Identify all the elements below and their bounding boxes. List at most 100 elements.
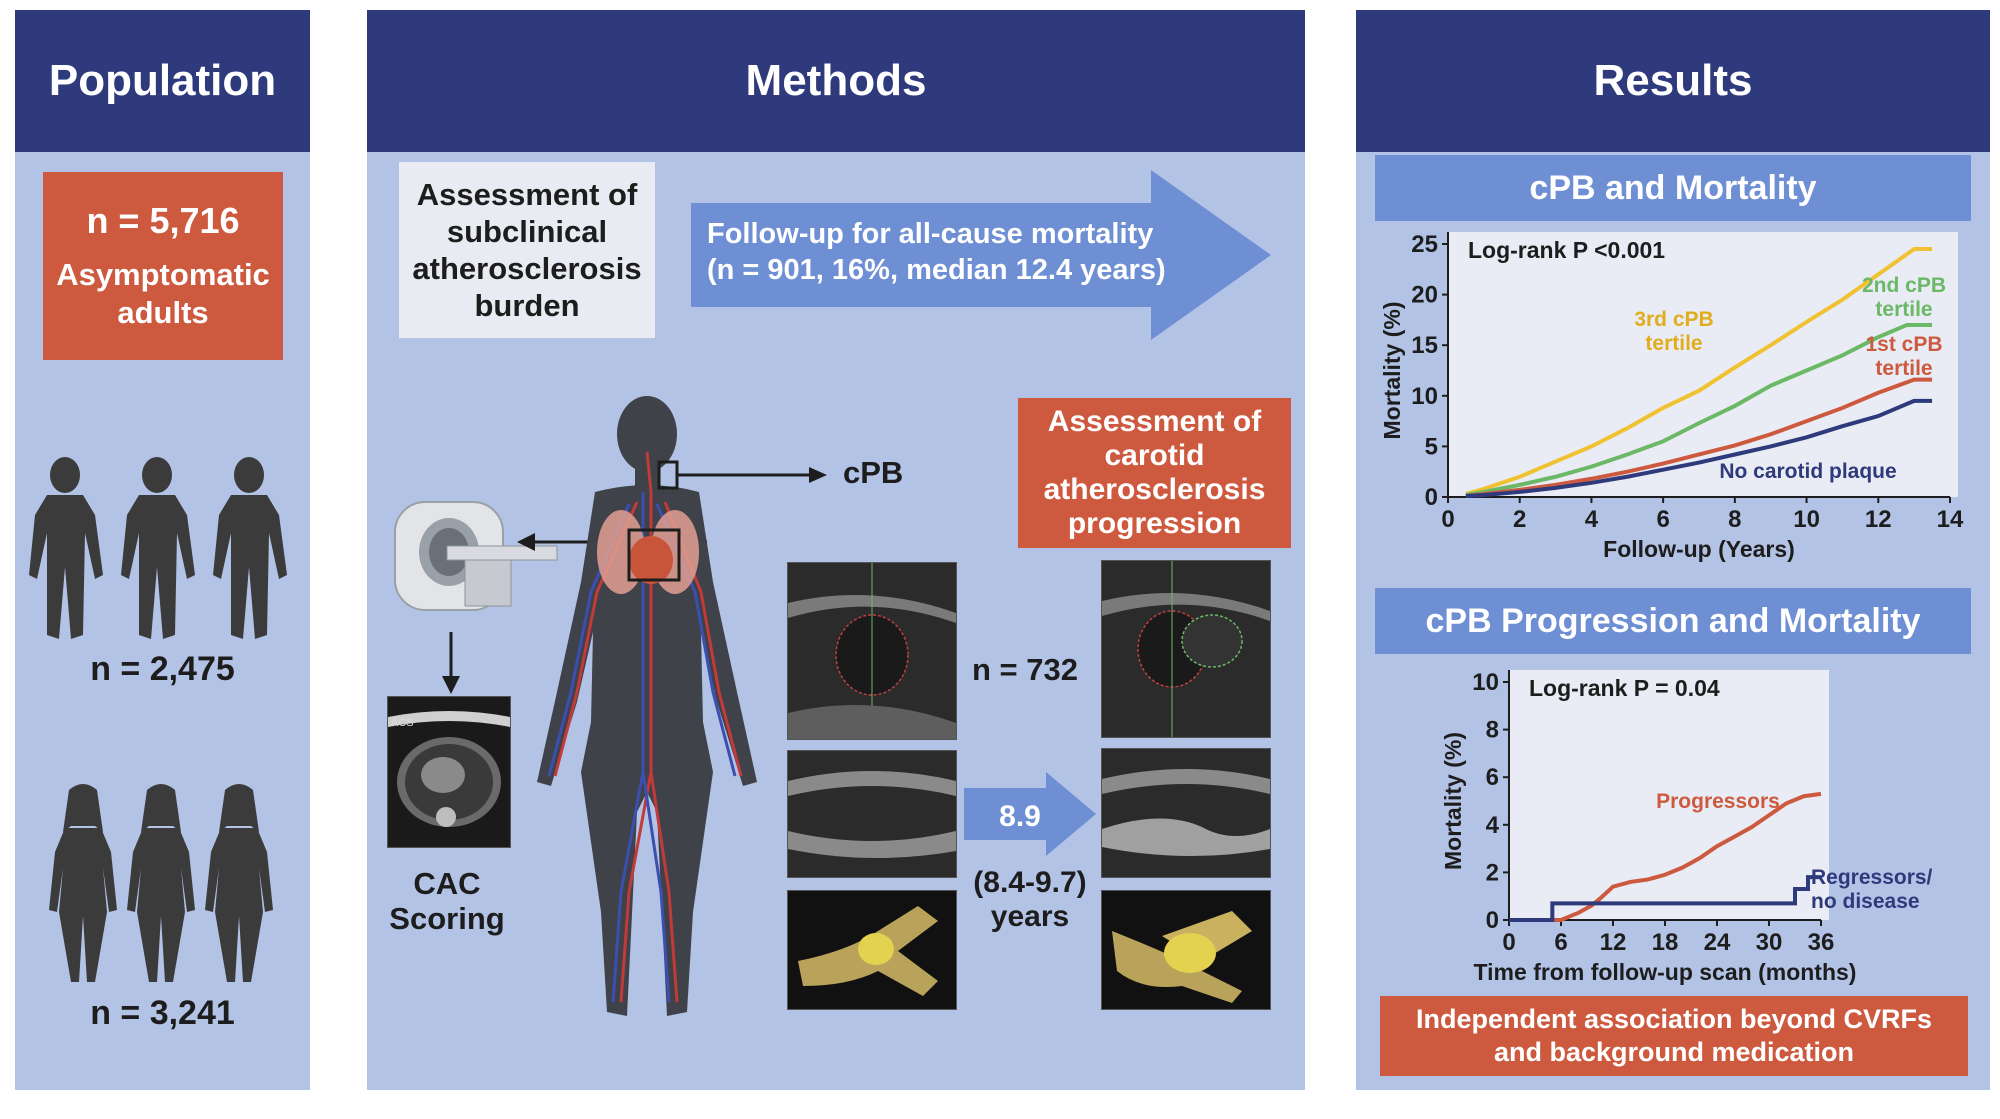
arrow-mri-to-ct bbox=[442, 632, 460, 694]
x-tick-label: 12 bbox=[1600, 929, 1627, 956]
series-line bbox=[1509, 875, 1821, 922]
subclinical-assessment-box: Assessment of subclinical atherosclerosi… bbox=[399, 162, 655, 338]
total-desc: Asymptomatic adults bbox=[56, 257, 270, 330]
followup-longitudinal-ultrasound bbox=[1101, 748, 1271, 878]
followup-line2: (n = 901, 16%, median 12.4 years) bbox=[707, 254, 1166, 286]
man-icon bbox=[121, 457, 195, 639]
series-line bbox=[1465, 322, 1933, 497]
woman-icon bbox=[127, 784, 195, 982]
women-n: n = 3,241 bbox=[90, 994, 235, 1032]
series-line bbox=[1509, 791, 1822, 922]
men-icons bbox=[29, 457, 287, 639]
years-word: years bbox=[990, 900, 1070, 933]
followup-arrow bbox=[691, 170, 1271, 340]
series-label: tertile bbox=[1875, 357, 1932, 380]
y-tick-label: 6 bbox=[1486, 764, 1499, 791]
x-tick-label: 14 bbox=[1937, 506, 1964, 533]
x-tick-label: 8 bbox=[1728, 506, 1741, 533]
population-header: Population bbox=[15, 10, 310, 152]
progression-arrow bbox=[964, 772, 1096, 856]
y-tick-label: 2 bbox=[1486, 859, 1499, 886]
series-label: No carotid plaque bbox=[1719, 460, 1896, 483]
plot-area bbox=[1509, 670, 1829, 920]
series-line bbox=[1465, 377, 1933, 498]
ct-scan-image: ACS bbox=[387, 696, 511, 848]
series-label: tertile bbox=[1645, 332, 1702, 355]
baseline-3d-plaque-render bbox=[787, 890, 957, 1010]
y-tick-label: 25 bbox=[1411, 231, 1438, 258]
carotid-assessment-box: Assessment of carotid atherosclerosis pr… bbox=[1018, 398, 1291, 548]
series-label: Regressors/ bbox=[1811, 866, 1933, 889]
y-tick-label: 15 bbox=[1411, 332, 1438, 359]
mri-scanner-icon bbox=[394, 501, 558, 611]
followup-3d-plaque-render bbox=[1101, 890, 1271, 1010]
series-line bbox=[1465, 247, 1933, 496]
men-n: n = 2,475 bbox=[90, 650, 235, 688]
x-tick-label: 30 bbox=[1756, 929, 1783, 956]
y-tick-label: 4 bbox=[1486, 812, 1500, 839]
methods-panel: Methods Assessment of subclinical athero… bbox=[367, 10, 1305, 1090]
x-tick-label: 4 bbox=[1585, 506, 1599, 533]
woman-icon bbox=[49, 784, 117, 982]
woman-icon bbox=[205, 784, 273, 982]
total-population-box: n = 5,716 Asymptomatic adults bbox=[43, 172, 283, 360]
x-axis-label: Time from follow-up scan (months) bbox=[1474, 959, 1857, 985]
cac-scoring-label: CAC Scoring bbox=[377, 866, 517, 936]
n732-label: n = 732 bbox=[972, 652, 1078, 687]
cpb-label: cPB bbox=[843, 455, 904, 490]
log-rank-annotation: Log-rank P = 0.04 bbox=[1529, 675, 1720, 701]
cac-line1: CAC bbox=[413, 866, 481, 901]
x-tick-label: 12 bbox=[1865, 506, 1892, 533]
followup-ultrasound-image bbox=[1101, 560, 1271, 738]
followup-line1: Follow-up for all-cause mortality bbox=[707, 218, 1154, 250]
y-tick-label: 8 bbox=[1486, 717, 1499, 744]
x-axis-label: Follow-up (Years) bbox=[1603, 536, 1795, 562]
x-tick-label: 6 bbox=[1656, 506, 1669, 533]
years-range: (8.4-9.7) bbox=[973, 866, 1087, 899]
results-header: Results bbox=[1356, 10, 1990, 152]
y-tick-label: 10 bbox=[1472, 669, 1499, 696]
x-tick-label: 6 bbox=[1554, 929, 1567, 956]
years-value: 8.9 bbox=[999, 800, 1041, 833]
chart2-title: cPB Progression and Mortality bbox=[1375, 588, 1971, 654]
population-panel: Population n = 5,716 Asymptomatic adults… bbox=[15, 10, 310, 1090]
conclusion-box: Independent association beyond CVRFs and… bbox=[1380, 996, 1968, 1076]
ct-tag: ACS bbox=[391, 717, 414, 729]
series-label: Progressors bbox=[1656, 790, 1780, 813]
arrow-to-cpb bbox=[677, 467, 827, 483]
man-icon bbox=[213, 457, 287, 639]
series-label: 1st cPB bbox=[1865, 333, 1942, 356]
y-axis-label: Mortality (%) bbox=[1440, 732, 1466, 870]
man-icon bbox=[29, 457, 103, 639]
y-tick-label: 0 bbox=[1486, 907, 1499, 934]
series-label: 3rd cPB bbox=[1634, 308, 1713, 331]
chart1-title: cPB and Mortality bbox=[1375, 155, 1971, 221]
x-tick-label: 18 bbox=[1652, 929, 1679, 956]
series-label: 2nd cPB bbox=[1862, 274, 1946, 297]
series-label: no disease bbox=[1811, 890, 1920, 913]
followup-text: Follow-up for all-cause mortality (n = 9… bbox=[707, 216, 1227, 288]
women-icons bbox=[49, 784, 273, 982]
series-label: tertile bbox=[1875, 298, 1932, 321]
y-tick-label: 20 bbox=[1411, 282, 1438, 309]
x-tick-label: 0 bbox=[1502, 929, 1515, 956]
methods-header: Methods bbox=[367, 10, 1305, 152]
baseline-ultrasound-image bbox=[787, 562, 957, 740]
x-tick-label: 0 bbox=[1441, 506, 1454, 533]
x-tick-label: 36 bbox=[1808, 929, 1835, 956]
y-tick-label: 5 bbox=[1425, 433, 1438, 460]
x-tick-label: 2 bbox=[1513, 506, 1526, 533]
log-rank-annotation: Log-rank P <0.001 bbox=[1468, 237, 1665, 263]
cac-line2: Scoring bbox=[389, 901, 505, 936]
y-tick-label: 10 bbox=[1411, 383, 1438, 410]
series-line bbox=[1465, 398, 1933, 498]
human-anatomy-figure bbox=[537, 396, 757, 1016]
y-tick-label: 0 bbox=[1425, 484, 1438, 511]
y-axis-label: Mortality (%) bbox=[1379, 302, 1405, 440]
x-tick-label: 10 bbox=[1793, 506, 1820, 533]
x-tick-label: 24 bbox=[1704, 929, 1731, 956]
total-n: n = 5,716 bbox=[86, 200, 240, 241]
